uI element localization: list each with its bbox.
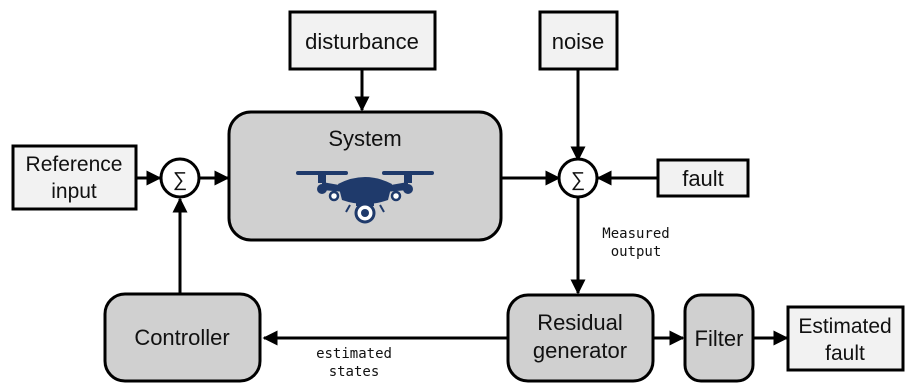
estimated-states-line1: estimated [316, 346, 392, 362]
noise-block: noise [538, 10, 619, 71]
controller-block: Controller [103, 292, 262, 383]
filter-label: Filter [695, 326, 744, 351]
system-block: System [227, 110, 503, 242]
estimated-states-line2: states [329, 364, 380, 380]
sum-junction-output: ∑ [557, 157, 599, 199]
estimated-fault-line2: fault [825, 342, 865, 365]
filter-block: Filter [683, 293, 755, 383]
connections [136, 69, 789, 346]
residual-label-line1: Residual [537, 310, 623, 335]
sum-junction-input: ∑ [159, 157, 201, 199]
reference-input-block: Reference input [11, 144, 138, 211]
sum-symbol-output: ∑ [571, 169, 585, 191]
noise-label: noise [552, 29, 605, 54]
reference-label-line1: Reference [26, 153, 123, 176]
reference-label-line2: input [51, 180, 97, 203]
controller-label: Controller [134, 325, 229, 350]
estimated-fault-line1: Estimated [798, 315, 891, 338]
fault-label: fault [682, 166, 724, 191]
estimated-fault-block: Estimated fault [786, 305, 905, 372]
measured-output-line2: output [611, 244, 662, 260]
residual-generator-block: Residual generator [506, 293, 655, 383]
disturbance-block: disturbance [288, 10, 437, 71]
residual-label-line2: generator [533, 338, 627, 363]
system-label: System [328, 126, 401, 151]
sum-symbol-input: ∑ [173, 169, 187, 191]
drone-icon [296, 171, 434, 224]
fault-block: fault [656, 158, 750, 198]
disturbance-label: disturbance [305, 29, 419, 54]
measured-output-line1: Measured [602, 226, 669, 242]
